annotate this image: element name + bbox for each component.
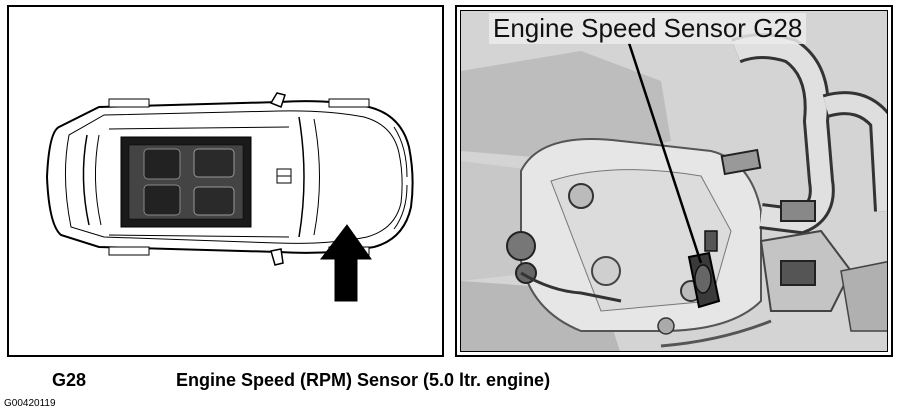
figure-id: G00420119 bbox=[4, 398, 56, 409]
vehicle-location-panel bbox=[7, 5, 444, 357]
engine-photo: Engine Speed Sensor G28 bbox=[460, 10, 888, 352]
engine-photo-illustration bbox=[461, 11, 887, 351]
caption-component-code: G28 bbox=[52, 370, 87, 390]
car-topview-icon bbox=[45, 92, 414, 266]
caption-description: Engine Speed (RPM) Sensor (5.0 ltr. engi… bbox=[176, 370, 551, 390]
arrow-up-icon bbox=[319, 224, 372, 302]
engine-photo-panel: Engine Speed Sensor G28 bbox=[455, 5, 893, 357]
callout-label: Engine Speed Sensor G28 bbox=[489, 13, 807, 44]
